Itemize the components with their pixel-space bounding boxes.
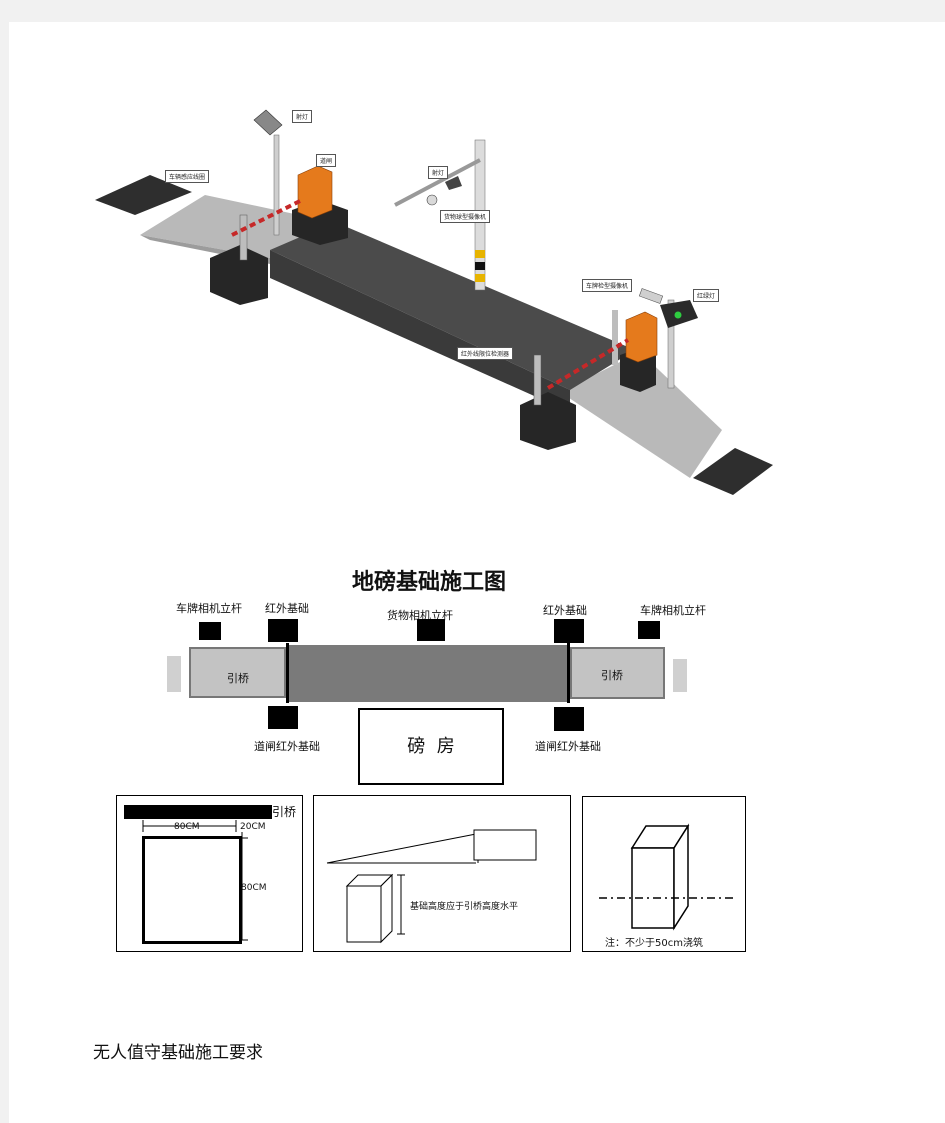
plate-camera <box>638 288 664 304</box>
label-spotlight-center: 射灯 <box>428 166 449 179</box>
ramp-left-plan <box>189 647 286 698</box>
spotlight-center <box>445 176 462 190</box>
label-plate-camera: 车牌检型摄像机 <box>582 279 633 292</box>
plan-title: 地磅基础施工图 <box>352 570 507 595</box>
pole-center-arm <box>394 158 481 207</box>
label-right-infrared-base: 红外基础 <box>543 604 587 617</box>
spotlight-left <box>253 109 283 136</box>
pole-left-light <box>273 134 280 236</box>
base-left-camera-pole <box>199 622 221 640</box>
label-spotlight-left: 射灯 <box>292 110 313 123</box>
pole-right-gate-post <box>612 310 618 365</box>
platform-divider-left <box>286 643 289 703</box>
pole-infrared-right <box>533 354 542 406</box>
foundation-right <box>520 392 576 450</box>
label-cargo-camera-pole: 货物相机立杆 <box>387 609 453 622</box>
label-left-ramp: 引桥 <box>227 672 249 685</box>
label-left-camera-pole: 车牌相机立杆 <box>176 602 242 615</box>
dim-height-label: 80CM <box>241 883 267 893</box>
label-left-barrier-infrared: 道闸红外基础 <box>254 740 320 753</box>
pole-infrared-left <box>239 214 248 261</box>
scale-room: 磅 房 <box>358 708 504 785</box>
label-right-camera-pole: 车牌相机立杆 <box>640 604 706 617</box>
base-right-barrier-infrared <box>554 707 584 731</box>
scale-platform-plan <box>288 645 568 702</box>
vehicle-loop-pad-right <box>693 448 773 495</box>
dim-gap-label: 20CM <box>240 822 266 832</box>
label-vehicle-loop: 车辆感应线圈 <box>165 170 210 183</box>
label-traffic-light: 红绿灯 <box>693 289 720 302</box>
dim-width-label: 80CM <box>174 822 200 832</box>
section-caption: 无人值守基础施工要求 <box>93 1043 263 1063</box>
scale-platform-top <box>270 222 635 390</box>
label-barrier: 道闸 <box>316 154 337 167</box>
label-left-infrared-base: 红外基础 <box>265 602 309 615</box>
detail-right-note: 注：不少于50cm浇筑 <box>605 938 703 949</box>
label-cargo-camera: 货物球型摄像机 <box>440 210 491 223</box>
base-left-barrier-infrared <box>268 706 298 729</box>
base-cargo-camera-pole <box>417 619 445 641</box>
barrier-arm-left <box>231 198 303 237</box>
edge-right <box>673 659 687 692</box>
base-right-camera-pole <box>638 621 660 639</box>
label-infrared-detector: 红外线限位检测器 <box>457 347 514 360</box>
vehicle-loop-pad-left <box>95 175 192 215</box>
pole-center-stripe3 <box>475 274 485 282</box>
scale-room-label: 磅 房 <box>407 736 455 757</box>
ramp-right-plan <box>570 647 665 699</box>
traffic-light-green <box>674 311 682 319</box>
barrier-cabinet-right <box>625 311 658 363</box>
ramp-bar <box>124 805 272 819</box>
scale-platform-front <box>270 250 570 412</box>
weighbridge-3d-illustration <box>95 109 773 495</box>
base-right-infrared <box>554 619 584 643</box>
platform-divider-right <box>567 643 570 703</box>
pole-center-stripe1 <box>475 250 485 258</box>
ramp-left <box>140 195 332 258</box>
edge-left <box>167 656 181 692</box>
pole-center-stripe2 <box>475 262 485 270</box>
pole-right-light <box>667 299 675 389</box>
foundation-left <box>210 245 268 305</box>
foundation-square <box>142 836 242 944</box>
detail-middle-note: 基础高度应于引桥高度水平 <box>410 902 519 912</box>
detail-ramp-label: 引桥 <box>272 805 297 819</box>
barrier-arm-right <box>546 338 630 390</box>
ramp-right <box>560 352 722 478</box>
label-right-ramp: 引桥 <box>601 669 623 682</box>
label-right-barrier-infrared: 道闸红外基础 <box>535 740 601 753</box>
base-left-infrared <box>268 619 298 642</box>
cargo-dome-camera <box>426 194 438 206</box>
